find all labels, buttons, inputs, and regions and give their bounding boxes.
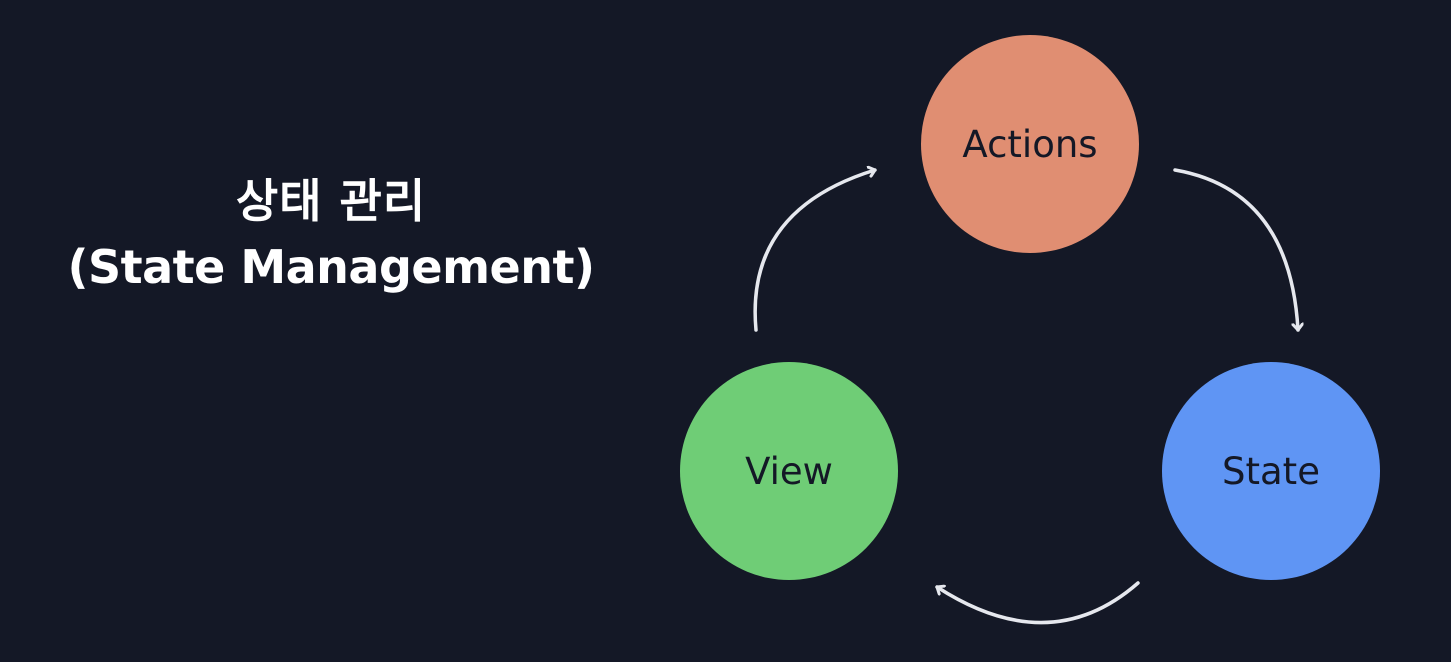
state-label: State [1222,449,1320,493]
state-node: State [1162,362,1380,580]
arrow-state-to-view [935,581,1140,625]
arrow-actions-to-state [1173,168,1298,332]
view-label: View [745,449,833,493]
arrow-view-to-actions [753,170,877,332]
actions-node: Actions [921,35,1139,253]
title-korean: 상태 관리 [235,174,427,228]
page-title: 상태 관리 (State Management) [0,168,662,300]
actions-label: Actions [962,122,1098,166]
title-english: (State Management) [67,240,595,294]
view-node: View [680,362,898,580]
